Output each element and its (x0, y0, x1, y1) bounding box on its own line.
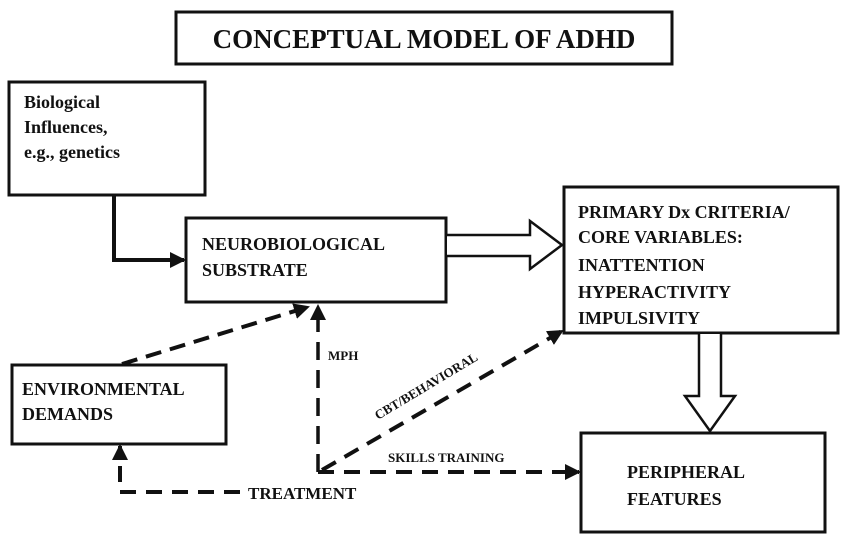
node-treatment: TREATMENT (248, 484, 357, 503)
node-text: PERIPHERAL (627, 462, 745, 482)
node-text: PRIMARY Dx CRITERIA/ (578, 202, 791, 222)
node-text: INATTENTION (578, 255, 705, 275)
node-text: Influences, (24, 117, 108, 137)
edge-label-skills: SKILLS TRAINING (388, 450, 504, 465)
title-box: CONCEPTUAL MODEL OF ADHD (174, 10, 674, 66)
node-text: FEATURES (627, 489, 722, 509)
node-text: IMPULSIVITY (578, 308, 700, 328)
dashed-arrow-treatment-to-environment (112, 444, 240, 494)
dashed-arrow-cbt-behavioral (320, 329, 564, 472)
node-peripheral-features: PERIPHERAL FEATURES (579, 431, 827, 534)
node-environmental-demands: ENVIRONMENTAL DEMANDS (10, 363, 228, 446)
node-text: e.g., genetics (24, 142, 120, 162)
node-primary-criteria: PRIMARY Dx CRITERIA/ CORE VARIABLES: INA… (562, 185, 840, 335)
dashed-arrow-environment-to-neuro (121, 303, 310, 366)
edge-label-mph: MPH (328, 348, 358, 363)
hollow-arrow-neuro-to-primary (447, 218, 565, 272)
arrow-biological-to-neuro (112, 195, 186, 268)
node-text: HYPERACTIVITY (578, 282, 731, 302)
node-text: ENVIRONMENTAL (22, 379, 185, 399)
node-text: CORE VARIABLES: (578, 227, 743, 247)
node-text: DEMANDS (22, 404, 113, 424)
node-neurobiological-substrate: NEUROBIOLOGICAL SUBSTRATE (184, 216, 448, 304)
node-text: SUBSTRATE (202, 260, 308, 280)
node-text: Biological (24, 92, 100, 112)
node-text: NEUROBIOLOGICAL (202, 234, 385, 254)
hollow-arrow-primary-to-peripheral (682, 334, 738, 434)
title: CONCEPTUAL MODEL OF ADHD (213, 24, 636, 54)
node-biological-influences: Biological Influences, e.g., genetics (7, 80, 207, 197)
